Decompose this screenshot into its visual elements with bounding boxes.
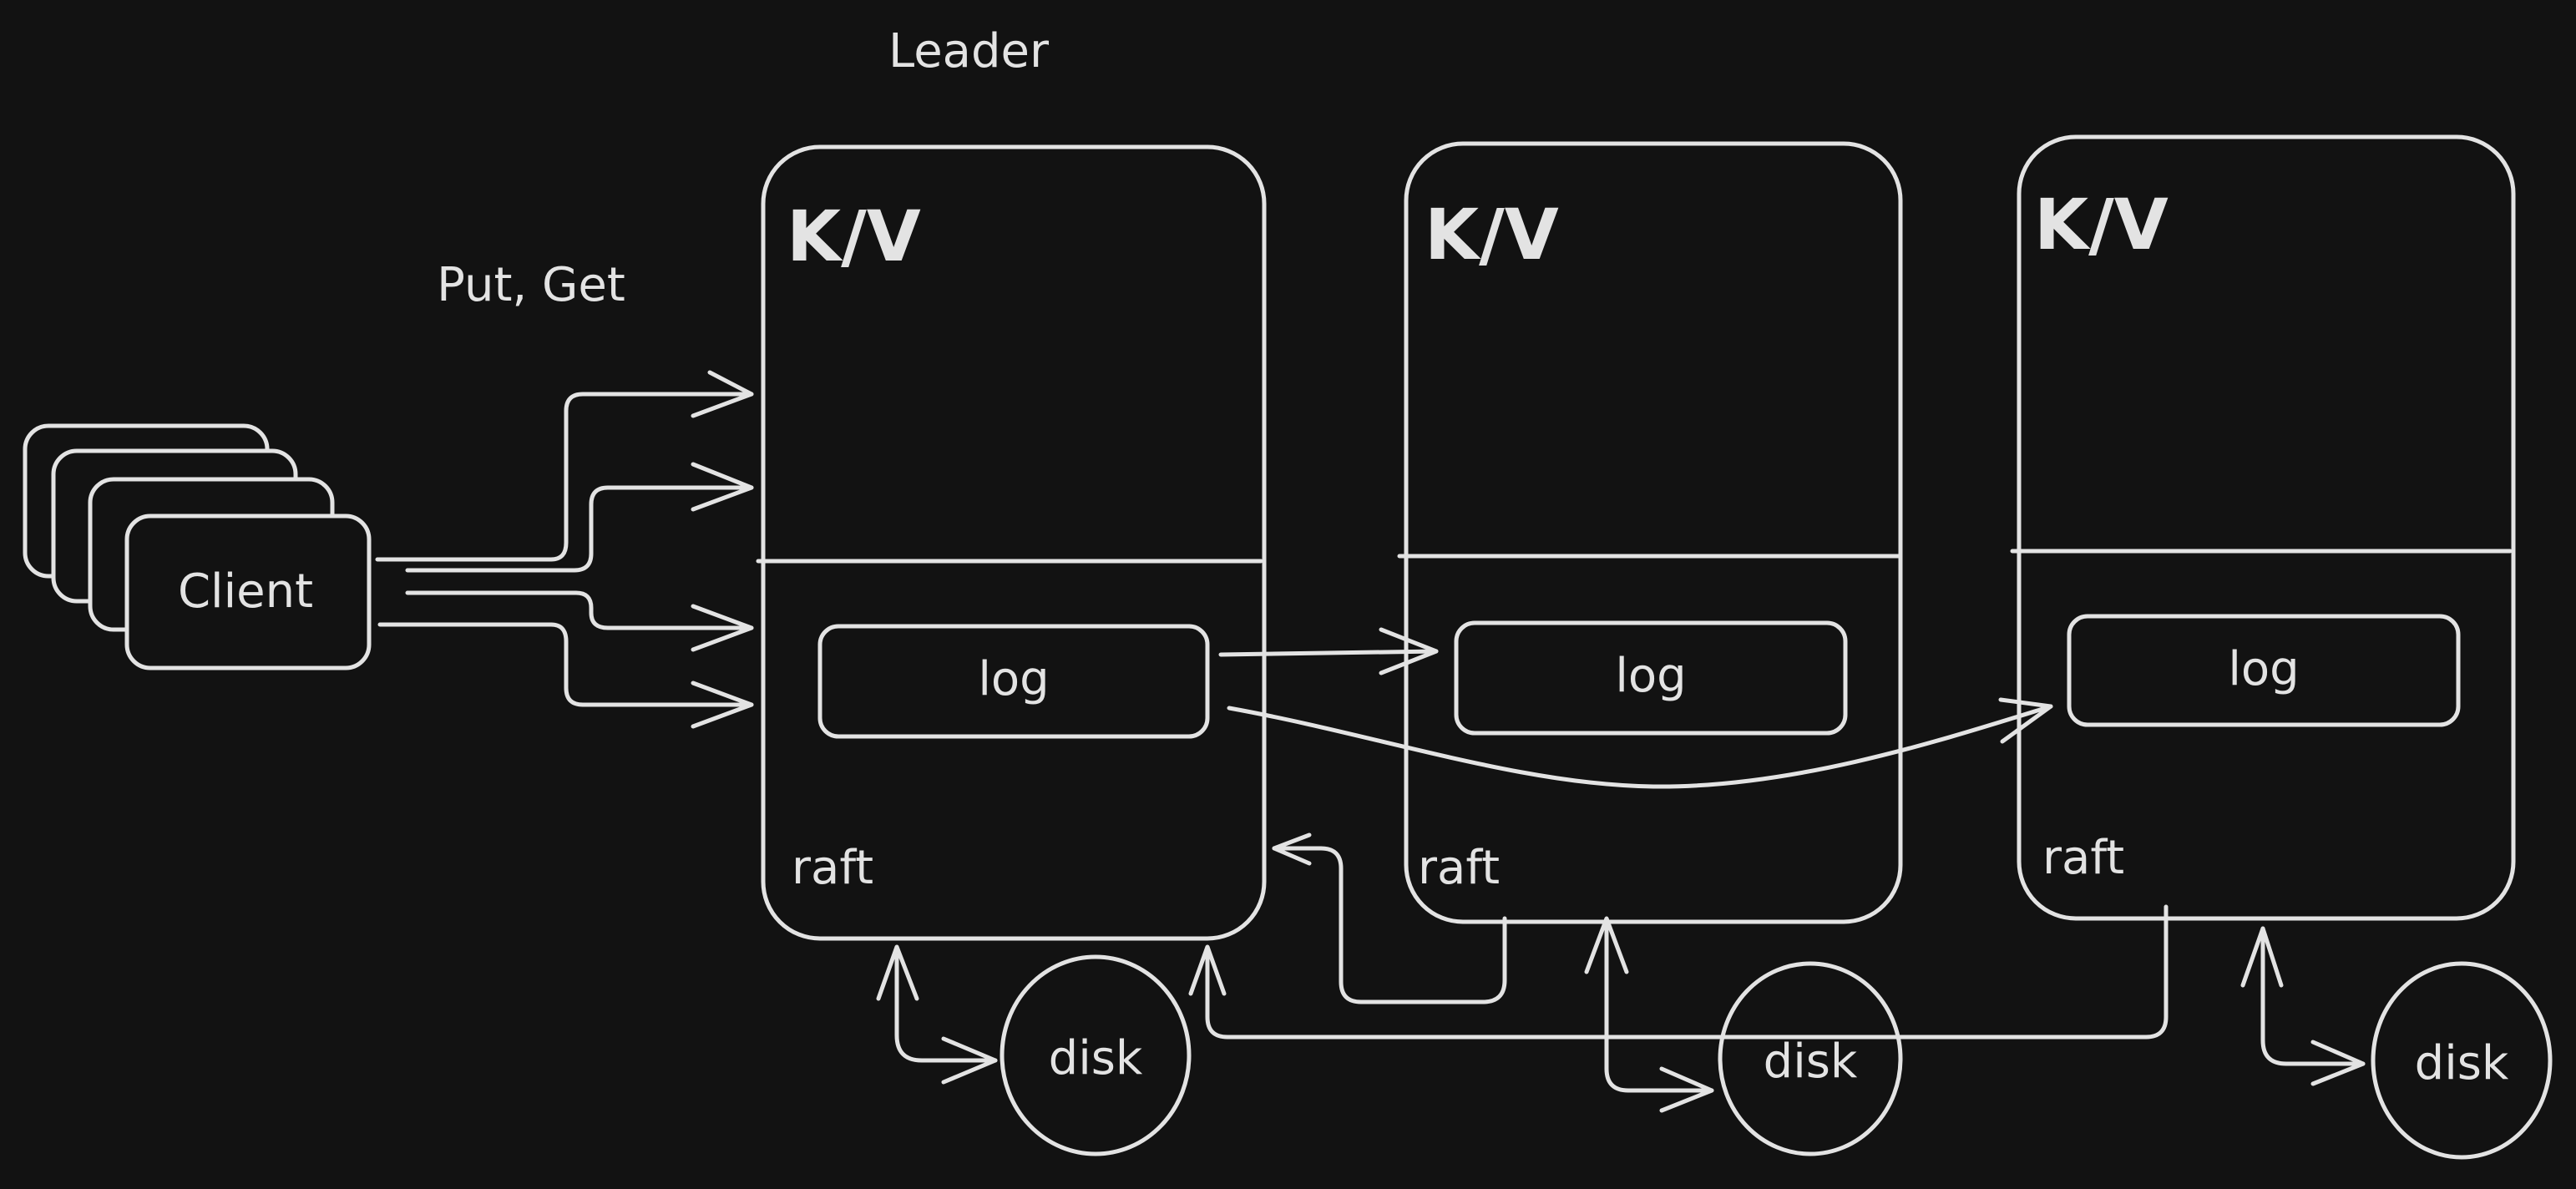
leader-disk-line xyxy=(894,953,998,1063)
leader-disk-link xyxy=(876,944,998,1085)
follower-2-disk-link xyxy=(2240,926,2366,1086)
follower-2-disk-arrowhead-right xyxy=(2310,1040,2366,1086)
request-arrow-1 xyxy=(375,392,754,562)
leader-disk-arrowhead-up xyxy=(876,944,919,1001)
node-2-consensus-label: raft xyxy=(1418,841,1500,895)
follower-1-response-link xyxy=(1272,832,1507,1004)
leader-label: Leader xyxy=(888,24,1050,78)
follower-2-disk-line xyxy=(2260,926,2366,1066)
client-stack: Client xyxy=(23,423,372,670)
node-1-store-label: K/V xyxy=(787,195,921,277)
leader-disk-arrowhead-right xyxy=(941,1036,998,1085)
client-label: Client xyxy=(178,564,313,619)
disk-2: disk xyxy=(1718,961,1903,1156)
replicate-arrowhead-node-3 xyxy=(1998,697,2053,744)
disk-3-label: disk xyxy=(2415,1036,2509,1090)
request-arrow-4 xyxy=(377,622,754,707)
follower-1-response-arrowhead xyxy=(1272,832,1312,866)
replicate-arrow-node-2 xyxy=(1218,649,1439,657)
follower-1-disk-arrowhead-up xyxy=(1584,916,1629,974)
node-2-log-box xyxy=(1454,620,1848,736)
node-2-log-label: log xyxy=(1615,649,1686,703)
node-1-container xyxy=(761,144,1267,941)
replicate-arrowhead-node-2 xyxy=(1379,627,1439,675)
request-arrowhead-2 xyxy=(691,462,754,512)
node-3-log-box xyxy=(2067,614,2461,727)
node-3-store-label: K/V xyxy=(2034,184,2169,266)
request-label: Put, Get xyxy=(437,258,625,312)
disk-1-circle xyxy=(1000,954,1192,1156)
request-arrowhead-3 xyxy=(691,604,754,652)
follower-1-disk-line xyxy=(1604,919,1714,1093)
follower-2-disk-arrowhead-up xyxy=(2240,926,2284,988)
request-arrow-3 xyxy=(405,590,754,630)
follower-node-1: K/V log raft xyxy=(1397,141,1903,924)
follower-node-2: K/V log raft xyxy=(2010,134,2516,921)
request-arrow-2 xyxy=(405,485,754,573)
disk-3: disk xyxy=(2371,961,2553,1160)
follower-2-response-link xyxy=(1188,904,2169,1040)
node-2-store-label: K/V xyxy=(1425,194,1559,276)
disk-3-circle xyxy=(2371,961,2553,1160)
request-arrowhead-1 xyxy=(691,370,754,418)
replicate-arrow-node-3 xyxy=(1227,704,2053,789)
disk-1: disk xyxy=(1000,954,1192,1156)
follower-1-disk-link xyxy=(1584,916,1714,1113)
follower-1-disk-arrowhead-right xyxy=(1659,1066,1714,1113)
follower-2-response-arrowhead xyxy=(1188,944,1227,996)
client-card xyxy=(124,514,372,670)
disk-2-circle xyxy=(1718,961,1903,1156)
client-request-arrows xyxy=(375,370,754,729)
disk-1-label: disk xyxy=(1049,1031,1143,1085)
replication-arrows xyxy=(1218,627,2053,789)
node-1-log-box xyxy=(817,624,1210,739)
node-1-consensus-label: raft xyxy=(792,841,873,895)
node-1-log-label: log xyxy=(978,652,1049,706)
follower-2-response-line xyxy=(1205,904,2169,1040)
follower-1-response-line xyxy=(1272,846,1507,1004)
node-3-log-label: log xyxy=(2228,642,2299,696)
disk-2-label: disk xyxy=(1764,1035,1858,1089)
request-arrowhead-4 xyxy=(691,681,754,729)
leader-node: K/V log raft xyxy=(756,144,1267,941)
node-3-consensus-label: raft xyxy=(2042,831,2124,885)
